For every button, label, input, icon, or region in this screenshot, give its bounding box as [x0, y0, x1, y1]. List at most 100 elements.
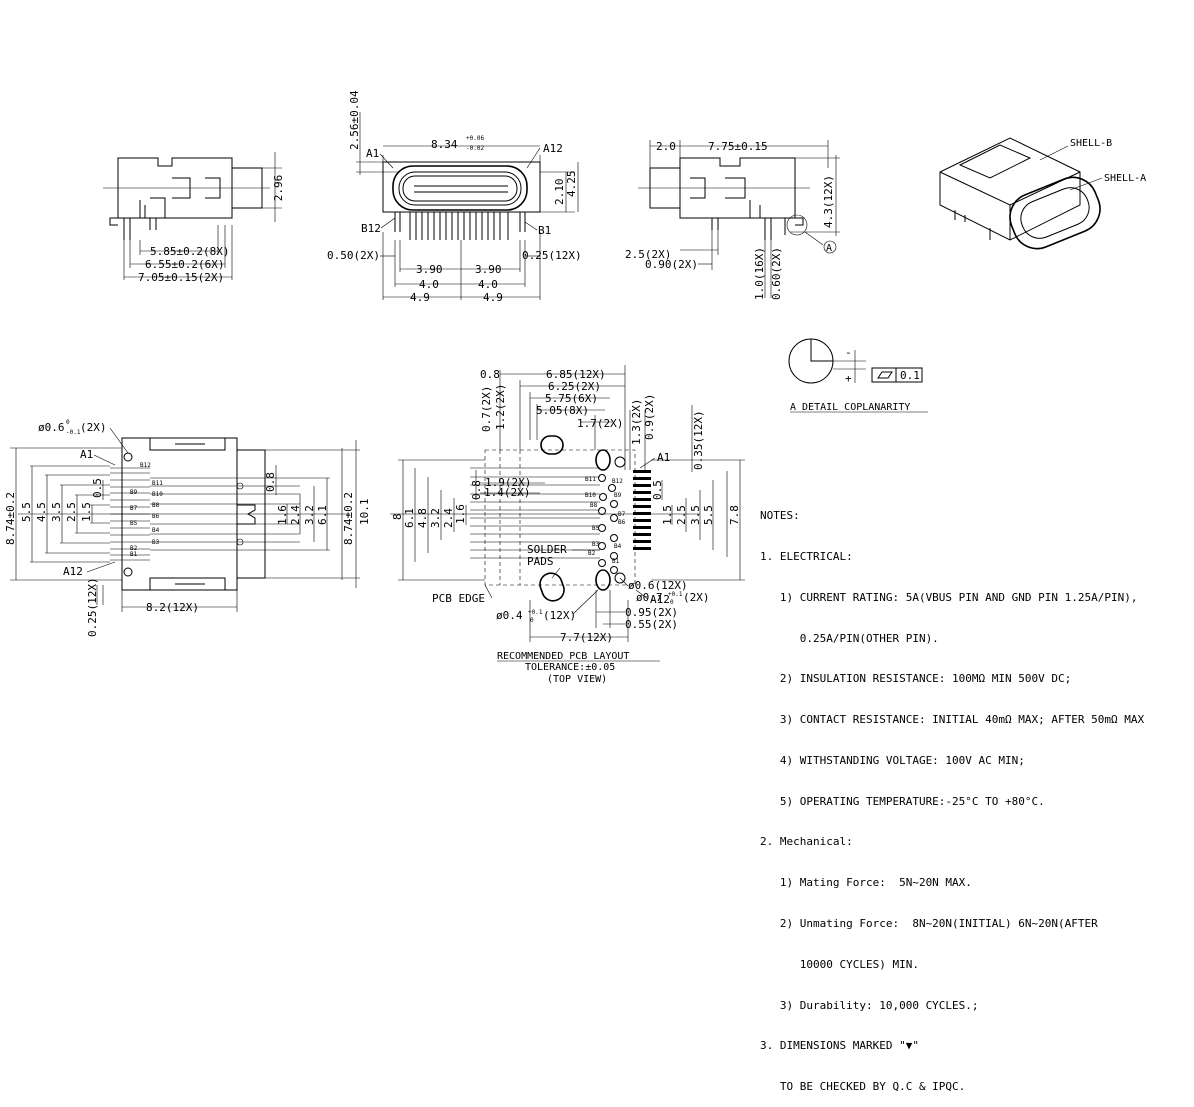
pcb-hole3-tol-top: +0.1 — [528, 609, 543, 616]
width-dim: 8.34 — [431, 138, 458, 151]
svg-text:B10: B10 — [585, 492, 596, 499]
notes-line: 1. ELECTRICAL: — [760, 549, 853, 563]
pcb-tolerance: TOLERANCE:±0.05 — [525, 662, 615, 673]
pcb-label-a12: A12 — [650, 593, 670, 606]
pcb-via-holes — [598, 474, 618, 574]
right-dim-3-2: 3.2 — [303, 505, 316, 525]
dimension-label: 5.5 — [702, 505, 715, 525]
top-left-dim: 2.0 — [656, 140, 676, 153]
notes-line: 0.25A/PIN(OTHER PIN). — [760, 631, 939, 645]
dim-0-90: 0.90(2X) — [645, 258, 698, 271]
svg-text:B7: B7 — [618, 511, 626, 518]
pcb-right-dims: 0.5 1.5 2.5 3.5 5.5 7.8 — [651, 459, 745, 581]
pcb-title: RECOMMENDED PCB LAYOUT — [497, 651, 629, 662]
pcb-view: (TOP VIEW) — [547, 674, 607, 685]
svg-text:B7: B7 — [130, 505, 138, 512]
detail-a-marker — [823, 240, 837, 254]
pcb-hole3-dim: ø0.4 — [496, 609, 523, 622]
detail-a-label: A — [826, 243, 832, 254]
pcb-top-dims: 6.85(12X) 6.25(2X) 5.75(6X) 5.05(8X) 1.7… — [480, 365, 705, 472]
dimension-label: 3.5 — [50, 502, 63, 522]
dimension-label: 1.6 — [454, 504, 467, 524]
total-dim: 10.1 — [358, 499, 371, 526]
dim-0-60: 0.60(2X) — [770, 247, 783, 300]
notes-line: 4) WITHSTANDING VOLTAGE: 100V AC MIN; — [760, 753, 1025, 767]
pcb-dim-0-8-left: 0.8 — [470, 480, 483, 500]
right-dim-0-8: 0.8 — [264, 472, 277, 492]
svg-text:B9: B9 — [130, 489, 138, 496]
svg-text:B2: B2 — [130, 545, 138, 552]
coplanarity-plus: + — [845, 372, 852, 385]
dimension-label: 4.8 — [416, 508, 429, 528]
svg-text:B8: B8 — [590, 502, 598, 509]
pcb-dim-7-7: 7.7(12X) — [560, 631, 613, 644]
svg-text:B4: B4 — [614, 543, 622, 550]
inner-left-dim: 3.90 — [416, 263, 443, 276]
svg-text:B3: B3 — [152, 539, 160, 546]
top-view-pins — [110, 467, 300, 561]
hole-tol-bot: -0.1 — [66, 429, 81, 436]
label-a1: A1 — [366, 147, 379, 160]
pcb-outer-left: 8 — [391, 513, 404, 520]
hole-dim: ø0.6 — [38, 421, 65, 434]
slot-a12 — [595, 569, 611, 591]
slot-bottom — [539, 572, 565, 602]
pcb-hole3-count: (12X) — [543, 609, 576, 622]
notes-line: 1) CURRENT RATING: 5A(VBUS PIN AND GND P… — [760, 590, 1138, 604]
hole-tol-top: 0 — [66, 419, 70, 426]
slot-top — [540, 435, 564, 455]
svg-text:B9: B9 — [614, 492, 622, 499]
dim-7-05: 7.05±0.15(2X) — [138, 271, 224, 284]
notes-line: 1) Mating Force: 5N~20N MAX. — [760, 876, 972, 890]
drawing-canvas: 2.96 5.85±0.2(8X) 6.55±0.2(6X) 7.05±0.15… — [4, 90, 1146, 685]
svg-text:B6: B6 — [152, 513, 160, 520]
dimension-label: 2.5 — [65, 502, 78, 522]
shell-b-label: SHELL-B — [1070, 138, 1112, 149]
pcb-dim-0-35: 0.35(12X) — [692, 410, 705, 470]
pcb-edge-label: PCB EDGE — [432, 592, 485, 605]
notes-line: 2. Mechanical: — [760, 835, 853, 849]
label-a12: A12 — [543, 142, 563, 155]
pcb-left-dims: 8 6.1 4.8 3.2 2.4 1.6 0.8 1.9(2X) 1.4(2X… — [391, 459, 545, 581]
width-tol-minus: -0.02 — [466, 145, 484, 152]
right-vert-dim: 4.3(12X) — [822, 175, 835, 228]
pcb-dim-6-25: 6.25(2X) — [548, 380, 601, 393]
coplanarity-caption: A DETAIL COPLANARITY — [790, 402, 910, 413]
mid-left-dim: 4.0 — [419, 278, 439, 291]
dim-5-85: 5.85±0.2(8X) — [150, 245, 229, 258]
dimension-label: 0.5 — [91, 478, 104, 498]
pad-right-dim: 0.25(12X) — [522, 249, 582, 262]
svg-text:B4: B4 — [152, 527, 160, 534]
svg-text:B5: B5 — [592, 525, 600, 532]
pcb-dim-0-55: 0.55(2X) — [625, 618, 678, 631]
dimension-label: 3.2 — [429, 508, 442, 528]
left-outer-dim: 8.74±0.2 — [4, 492, 17, 545]
svg-text:B5: B5 — [130, 520, 138, 527]
svg-text:B1: B1 — [130, 551, 138, 558]
top-view-right-dims: 0.8 1.6 2.4 3.2 6.1 8.74±0.2 10.1 — [264, 440, 371, 588]
pcb-dim-5-05: 5.05(8X) — [536, 404, 589, 417]
inner-right-dim: 3.90 — [475, 263, 502, 276]
notes-line: 2) Unmating Force: 8N~20N(INITIAL) 6N~20… — [760, 917, 1098, 930]
svg-text:B10: B10 — [152, 491, 163, 498]
top-label-a12: A12 — [63, 565, 83, 578]
pads-label: PADS — [527, 555, 554, 568]
front-pins — [394, 212, 526, 240]
pcb-hole2-tol-bot: 0 — [670, 599, 674, 606]
notes-line: 3. DIMENSIONS MARKED "▼" — [760, 1039, 919, 1053]
mid-right-dim: 4.0 — [478, 278, 498, 291]
front-view: 8.34 +0.06 -0.02 A1 A12 B12 B1 2.56±0.04… — [327, 90, 582, 304]
dim-2-5: 2.5(2X) — [625, 248, 671, 261]
pcb-dim-0-95: 0.95(2X) — [625, 606, 678, 619]
bottom-vert-dim: 0.25(12X) — [86, 577, 99, 637]
dimension-label: 4.5 — [35, 502, 48, 522]
top-label-a1: A1 — [80, 448, 93, 461]
notes-line: 5) OPERATING TEMPERATURE:-25°C TO +80°C. — [760, 794, 1045, 808]
dimension-label: 2.4 — [442, 508, 455, 528]
svg-text:B8: B8 — [152, 502, 160, 509]
svg-text:B11: B11 — [152, 480, 163, 487]
dim-1-0: 1.0(16X) — [753, 247, 766, 300]
